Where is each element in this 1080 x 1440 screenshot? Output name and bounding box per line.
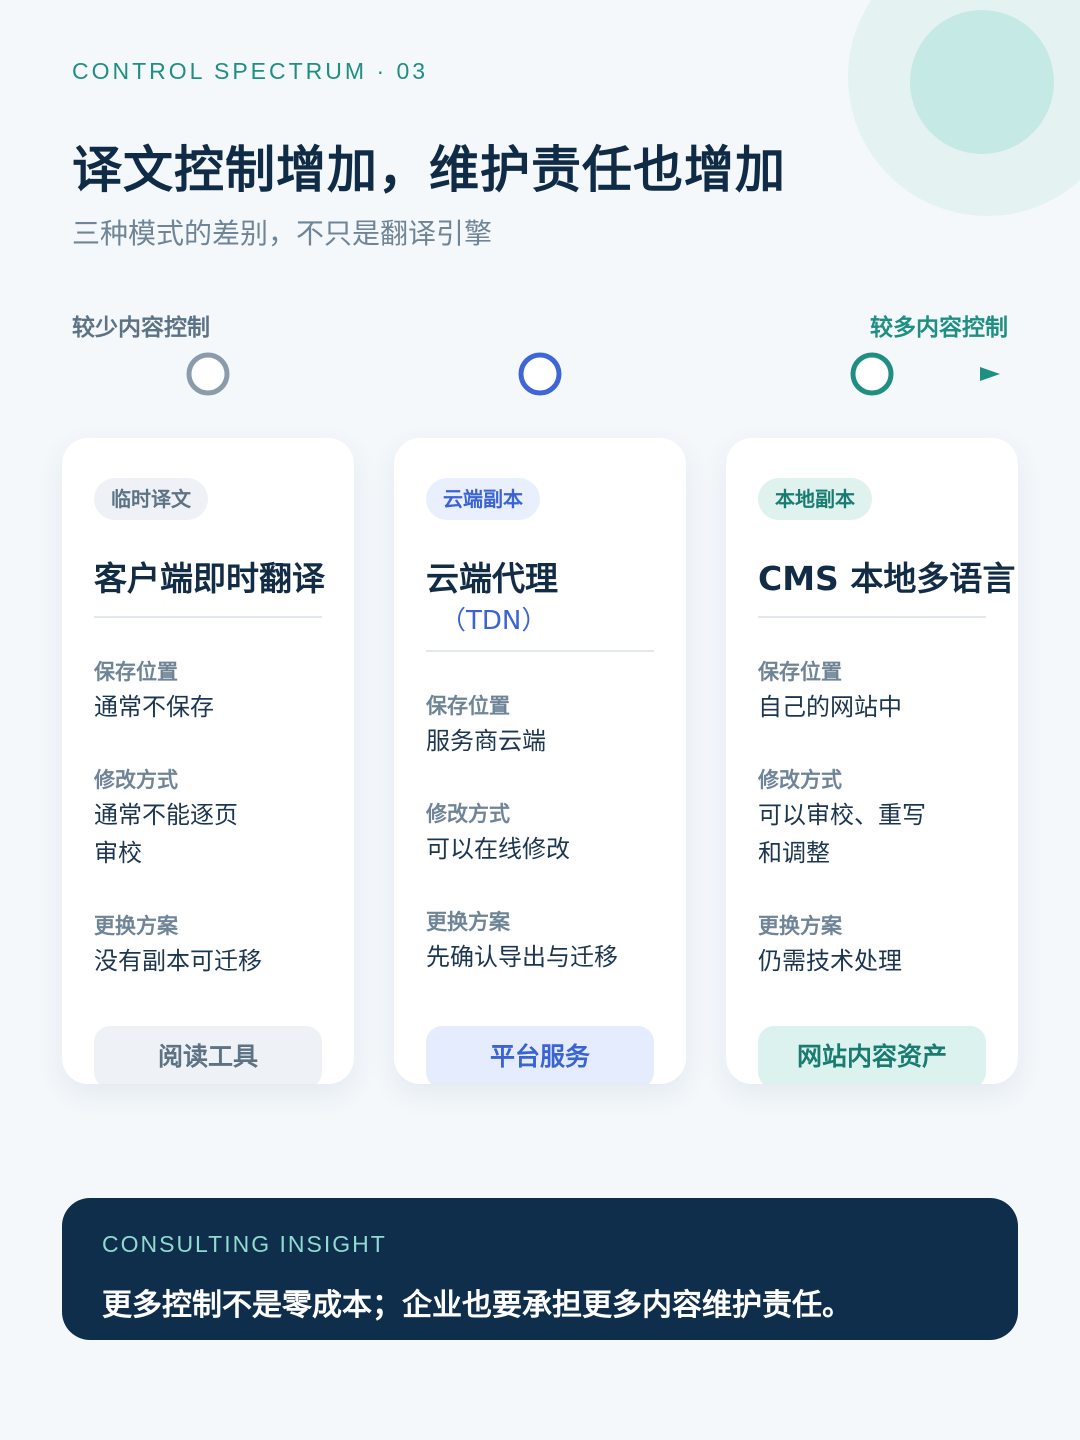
spectrum-node-mid: [518, 352, 562, 396]
field-label-switch: 更换方案: [758, 914, 842, 938]
insight-banner: CONSULTING INSIGHT 更多控制不是零成本；企业也要承担更多内容维…: [62, 1198, 1018, 1340]
mode-category-button[interactable]: 网站内容资产: [758, 1026, 986, 1084]
section-eyebrow: CONTROL SPECTRUM · 03: [72, 58, 429, 84]
field-label-edit: 修改方式: [94, 768, 178, 792]
field-label-edit: 修改方式: [426, 802, 510, 826]
mode-card-cloud: 云端副本 云端代理 （TDN） 保存位置 服务商云端 修改方式 可以在线修改 更…: [394, 438, 686, 1084]
field-label-switch: 更换方案: [94, 914, 178, 938]
insight-text: 更多控制不是零成本；企业也要承担更多内容维护责任。: [102, 1288, 852, 1323]
mode-title: 客户端即时翻译: [94, 559, 325, 598]
field-value-storage: 通常不保存: [94, 693, 214, 721]
mode-tag: 临时译文: [94, 478, 208, 520]
spectrum-right-label: 较多内容控制: [870, 315, 1008, 341]
decorative-circle-inner: [910, 10, 1054, 154]
divider: [426, 650, 654, 652]
field-label-storage: 保存位置: [758, 660, 842, 684]
spectrum-node-high: [850, 352, 894, 396]
spectrum-arrow-icon: [980, 367, 1000, 381]
page-title: 译文控制增加，维护责任也增加: [72, 141, 786, 199]
field-value-storage: 服务商云端: [426, 727, 546, 755]
field-value-edit: 可以审校、重写和调整: [758, 801, 926, 867]
mode-tag: 本地副本: [758, 478, 872, 520]
insight-label: CONSULTING INSIGHT: [102, 1231, 387, 1257]
mode-title: 云端代理: [426, 559, 558, 598]
field-value-switch: 没有副本可迁移: [94, 947, 262, 975]
spectrum-left-label: 较少内容控制: [72, 315, 210, 341]
mode-card-cms: 本地副本 CMS 本地多语言 保存位置 自己的网站中 修改方式 可以审校、重写和…: [726, 438, 1018, 1084]
mode-card-client: 临时译文 客户端即时翻译 保存位置 通常不保存 修改方式 通常不能逐页审校 更换…: [62, 438, 354, 1084]
mode-title-sub: （TDN）: [440, 606, 548, 636]
mode-category-button[interactable]: 阅读工具: [94, 1026, 322, 1084]
spectrum-node-low: [186, 352, 230, 396]
field-value-storage: 自己的网站中: [758, 693, 902, 721]
page-subtitle: 三种模式的差别，不只是翻译引擎: [72, 217, 493, 250]
mode-category-button[interactable]: 平台服务: [426, 1026, 654, 1084]
mode-tag: 云端副本: [426, 478, 540, 520]
field-value-switch: 仍需技术处理: [758, 947, 902, 975]
field-label-storage: 保存位置: [94, 660, 178, 684]
control-spectrum: [67, 352, 1000, 396]
mode-title: CMS 本地多语言: [758, 559, 1016, 598]
divider: [758, 616, 986, 618]
field-value-switch: 先确认导出与迁移: [426, 943, 618, 971]
field-label-edit: 修改方式: [758, 768, 842, 792]
field-value-edit: 可以在线修改: [426, 835, 570, 863]
field-label-storage: 保存位置: [426, 694, 510, 718]
field-value-edit: 通常不能逐页审校: [94, 801, 238, 867]
field-label-switch: 更换方案: [426, 910, 510, 934]
divider: [94, 616, 322, 618]
